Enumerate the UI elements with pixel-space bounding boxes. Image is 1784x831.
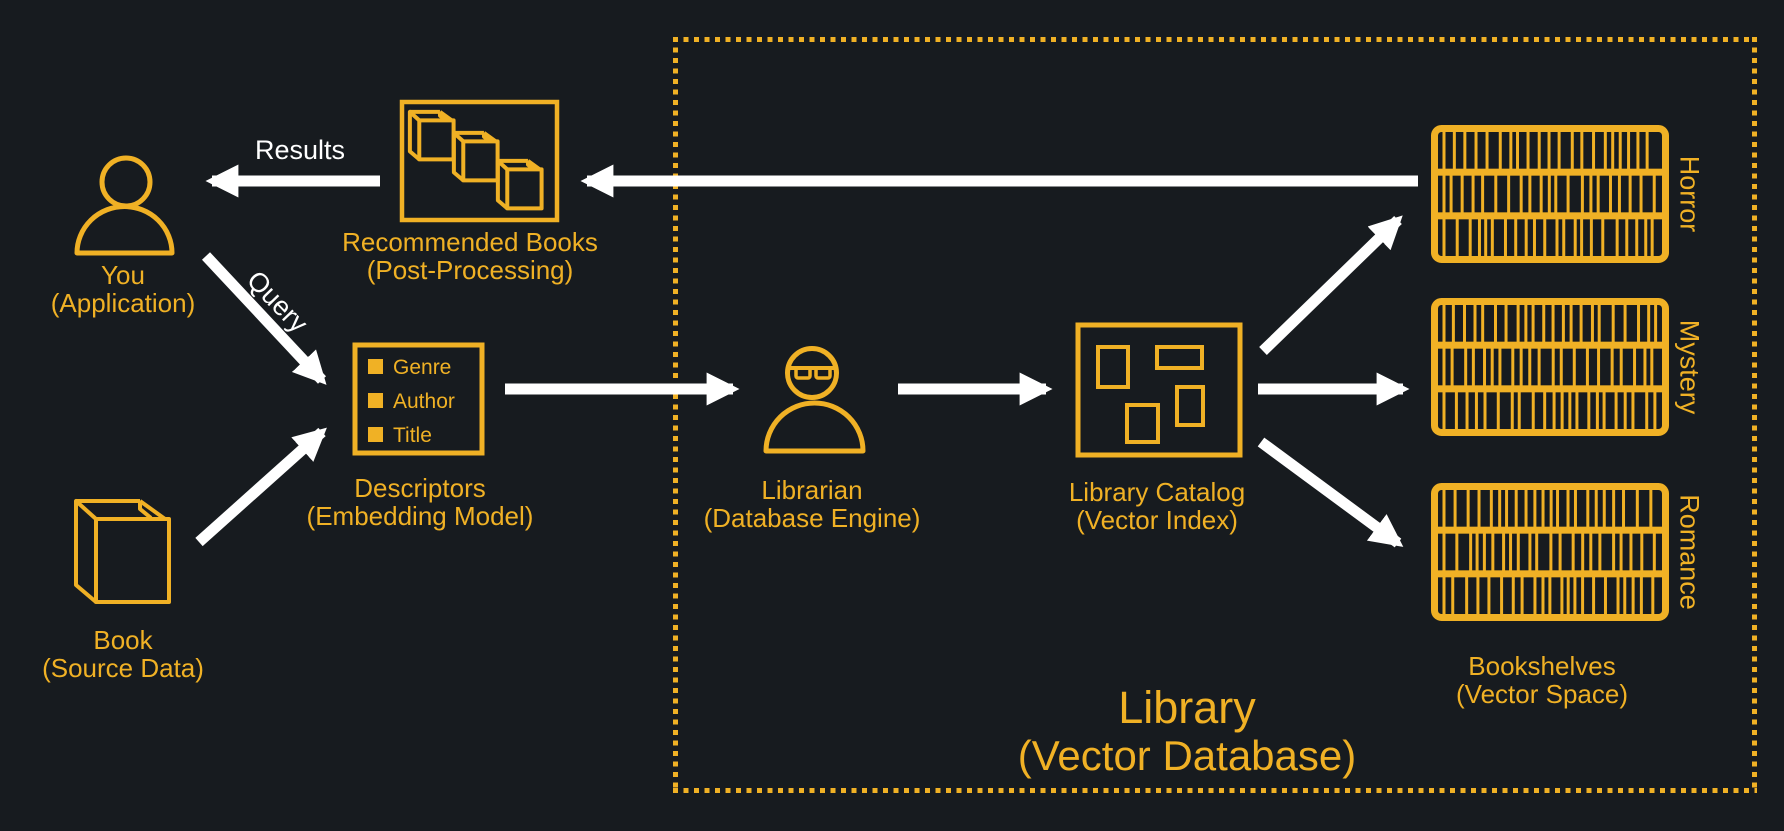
recommended-books-subtitle: (Post-Processing) — [366, 255, 574, 285]
library-boundary-bottom — [673, 788, 1757, 793]
library-catalog-title: Library Catalog — [1068, 477, 1246, 507]
library-boundary-top — [673, 37, 1757, 42]
librarian-icon — [763, 346, 866, 454]
shelf-genre-horror: Horror — [1674, 155, 1705, 233]
flow-arrows — [195, 164, 1418, 548]
shelf-genre-mystery: Mystery — [1674, 319, 1705, 415]
book-label: Book (Source Data) — [42, 626, 204, 682]
descriptors-box — [352, 342, 485, 456]
descriptors-title: Descriptors — [354, 473, 486, 503]
librarian-title: Librarian — [761, 475, 863, 505]
book-title: Book — [93, 625, 153, 655]
results-arrow-label: Results — [254, 135, 346, 165]
shelf-genre-romance: Romance — [1674, 494, 1705, 610]
descriptor-field-title: Title — [393, 424, 432, 447]
library-catalog-subtitle: (Vector Index) — [1076, 505, 1238, 535]
library-box-label: Library (Vector Database) — [1018, 684, 1357, 780]
bookshelves-icons — [1431, 125, 1669, 621]
library-boundary-right — [1752, 37, 1757, 793]
librarian-subtitle: (Database Engine) — [703, 503, 921, 533]
bullet-square-icon — [368, 359, 383, 374]
bookshelves-title: Bookshelves — [1468, 651, 1616, 681]
bookshelves-subtitle: (Vector Space) — [1456, 679, 1628, 709]
recommended-books-label: Recommended Books (Post-Processing) — [342, 228, 598, 284]
bookshelves-label: Bookshelves (Vector Space) — [1456, 652, 1628, 708]
library-boundary-left — [673, 37, 678, 793]
descriptors-subtitle: (Embedding Model) — [306, 501, 534, 531]
bookshelf-icon-horror — [1431, 125, 1669, 263]
book-subtitle: (Source Data) — [42, 653, 204, 683]
descriptor-field-genre: Genre — [393, 356, 452, 379]
bullet-square-icon — [368, 393, 383, 408]
catalog-to-horror-arrow — [1259, 215, 1403, 355]
bullet-square-icon — [368, 427, 383, 442]
user-icon — [74, 155, 175, 256]
catalog-to-romance-arrow — [1257, 437, 1404, 548]
book-icon — [74, 499, 171, 604]
library-catalog-label: Library Catalog (Vector Index) — [1069, 478, 1245, 534]
bookshelf-icon-romance — [1431, 483, 1669, 621]
recommended-books-icon — [399, 99, 560, 223]
you-title: You — [101, 260, 145, 290]
library-catalog-icon — [1075, 322, 1243, 458]
bookshelf-icon-mystery — [1431, 298, 1669, 436]
librarian-label: Librarian (Database Engine) — [704, 476, 921, 532]
you-subtitle: (Application) — [50, 288, 196, 318]
library-box-title: Library — [1118, 682, 1256, 733]
book-to-descriptors-arrow — [195, 427, 327, 547]
you-label: You (Application) — [51, 261, 196, 317]
query-arrow — [201, 252, 327, 385]
descriptor-field-author: Author — [393, 390, 455, 413]
descriptors-label: Descriptors (Embedding Model) — [307, 474, 534, 530]
recommended-books-title: Recommended Books — [342, 227, 598, 257]
library-box-subtitle: (Vector Database) — [1017, 732, 1357, 779]
